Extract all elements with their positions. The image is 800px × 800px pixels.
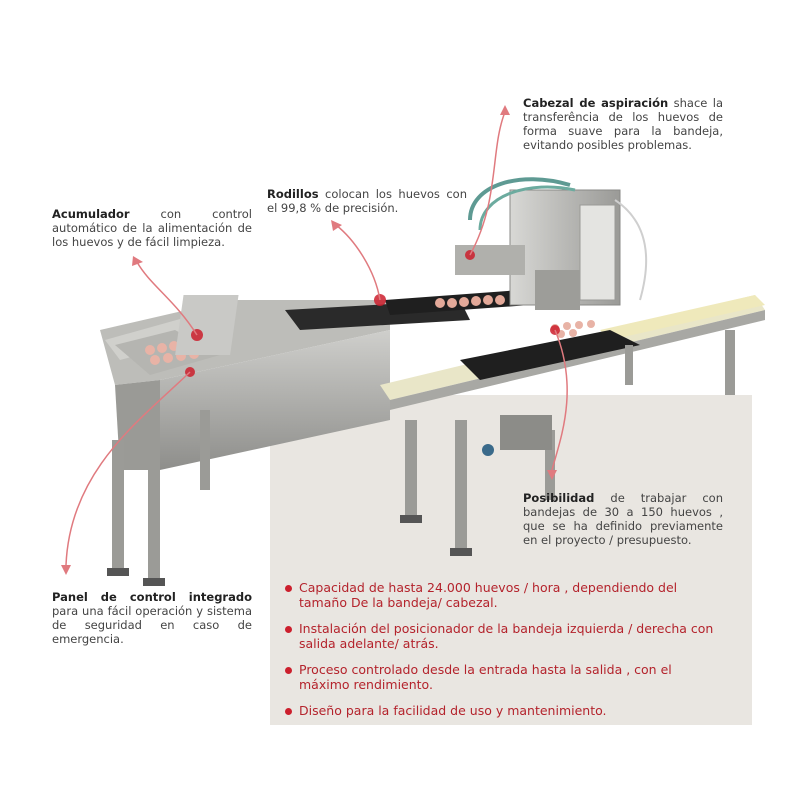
annotation-control-panel-title: Panel de control integrado [52, 590, 252, 604]
machine-wheels [107, 515, 472, 586]
annotation-rollers-title: Rodillos [267, 187, 319, 201]
annotation-rollers-text: colocan los huevos con el 99,8 % de prec… [267, 187, 468, 215]
annotation-possibility-text: de trabajar con bandejas de 30 a 150 hue… [523, 491, 724, 547]
annotation-possibility-title: Posibilidad [523, 491, 595, 505]
annotation-accumulator-title: Acumulador [52, 207, 130, 221]
feature-item-design: Diseño para la facilidad de uso y manten… [285, 703, 725, 718]
accumulator-tray [115, 295, 239, 375]
annotation-accumulator: Acumulador con control automático de la … [52, 207, 252, 249]
annotation-possibility: Posibilidad de trabajar con bandejas de … [523, 491, 723, 547]
roller-conveyor [285, 290, 530, 330]
annotation-control-panel-text: para una fácil operación y sistema de se… [52, 604, 252, 646]
feature-item-positioner: Instalación del posicionador de la bande… [285, 621, 725, 651]
tray-conveyor [380, 295, 765, 410]
annotation-accumulator-text: con control automático de la alimentació… [52, 207, 253, 249]
annotation-suction-head: Cabezal de aspiración shace la transferê… [523, 96, 723, 152]
annotation-suction-head-title: Cabezal de aspiración [523, 96, 669, 110]
machine-legs [112, 330, 735, 580]
annotation-control-panel: Panel de control integrado para una fáci… [52, 590, 252, 646]
feature-list: Capacidad de hasta 24.000 huevos / hora … [285, 580, 725, 729]
suction-head [455, 177, 648, 310]
feature-item-capacity: Capacidad de hasta 24.000 huevos / hora … [285, 580, 725, 610]
control-box [482, 415, 552, 456]
annotation-suction-head-text: shace la transferência de los huevos de … [523, 96, 723, 152]
feature-item-process: Proceso controlado desde la entrada hast… [285, 662, 725, 692]
callout-arrows [65, 111, 568, 566]
annotation-rollers: Rodillos colocan los huevos con el 99,8 … [267, 187, 467, 215]
arrow-heads [61, 105, 557, 575]
